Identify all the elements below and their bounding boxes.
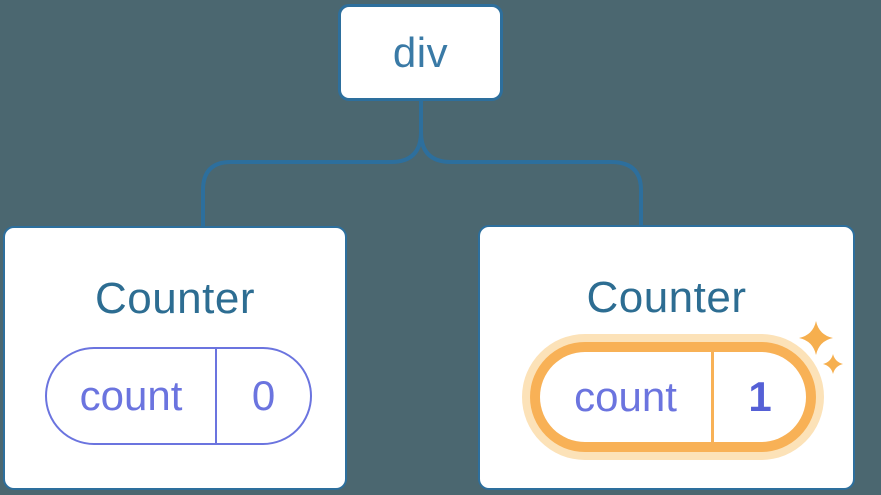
state-key-label: count: [79, 372, 183, 419]
state-value-label: 0: [251, 372, 276, 419]
state-key-cell: count: [540, 352, 714, 442]
state-value-cell: 0: [217, 349, 310, 443]
card-title: Counter: [586, 273, 747, 322]
counter-card-left: Counter count 0: [3, 226, 347, 490]
counter-card-right: Counter count 1: [478, 225, 855, 490]
state-pill: count 1: [540, 352, 806, 442]
root-node-div: div: [338, 4, 503, 101]
state-value-cell: 1: [714, 352, 806, 442]
state-key-cell: count: [47, 349, 217, 443]
card-title: Counter: [94, 274, 256, 323]
state-value-label: 1: [748, 373, 772, 420]
state-pill-highlight-ring: count 1: [530, 342, 816, 452]
connector-right-branch: [419, 101, 643, 226]
state-pill-highlight-halo: count 1: [522, 334, 824, 460]
sparkles-icon: [799, 321, 843, 374]
connector-left-branch: [201, 101, 423, 226]
root-node-label: div: [392, 28, 449, 76]
state-key-label: count: [574, 373, 677, 420]
state-pill: count 0: [45, 347, 312, 445]
